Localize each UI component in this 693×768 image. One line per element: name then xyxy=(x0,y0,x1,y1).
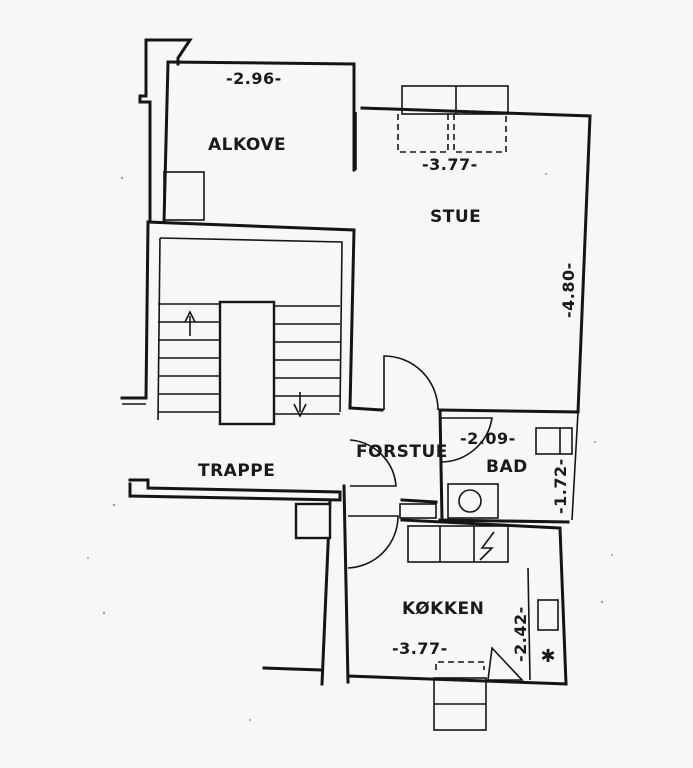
walls xyxy=(120,38,592,686)
scan-noise xyxy=(87,173,613,721)
room-label-stue: STUE xyxy=(430,207,481,227)
staircase xyxy=(158,300,340,426)
room-label-forstue: FORSTUE xyxy=(356,442,448,462)
stue-window xyxy=(397,85,509,153)
stove-icon: ✱ xyxy=(540,646,555,667)
sink-icon xyxy=(537,599,559,631)
toilet-icon xyxy=(535,427,573,455)
dimension-kokken-width: -3.77- xyxy=(392,639,448,658)
stair-up-arrow-icon xyxy=(184,310,196,336)
stair-down-arrow-icon xyxy=(293,392,307,418)
kitchen-fixtures: ✱ xyxy=(407,525,559,681)
kokken-door-swing xyxy=(347,515,399,569)
washing-machine-icon xyxy=(447,483,499,519)
trappe-door-swing xyxy=(349,439,397,487)
dimension-alkove-width: -2.96- xyxy=(226,69,282,88)
room-label-alkove: ALKOVE xyxy=(208,135,286,155)
room-label-kokken: KØKKEN xyxy=(402,599,484,619)
dimension-bad-width: -2.09- xyxy=(460,429,516,448)
doors xyxy=(347,355,493,569)
bad-door-swing xyxy=(439,417,493,463)
dimension-stue-depth: -4.80- xyxy=(559,262,578,318)
electric-symbol-icon xyxy=(479,531,495,561)
dimension-bad-depth: -1.72- xyxy=(551,458,570,514)
kokken-window xyxy=(433,661,487,731)
room-label-bad: BAD xyxy=(486,457,528,477)
room-label-trappe: TRAPPE xyxy=(198,461,275,481)
stue-door-swing xyxy=(383,355,439,411)
dimension-stue-width: -3.77- xyxy=(422,155,478,174)
bathroom-fixtures xyxy=(399,427,573,519)
dimension-kokken-depth: -2.42- xyxy=(511,606,530,662)
